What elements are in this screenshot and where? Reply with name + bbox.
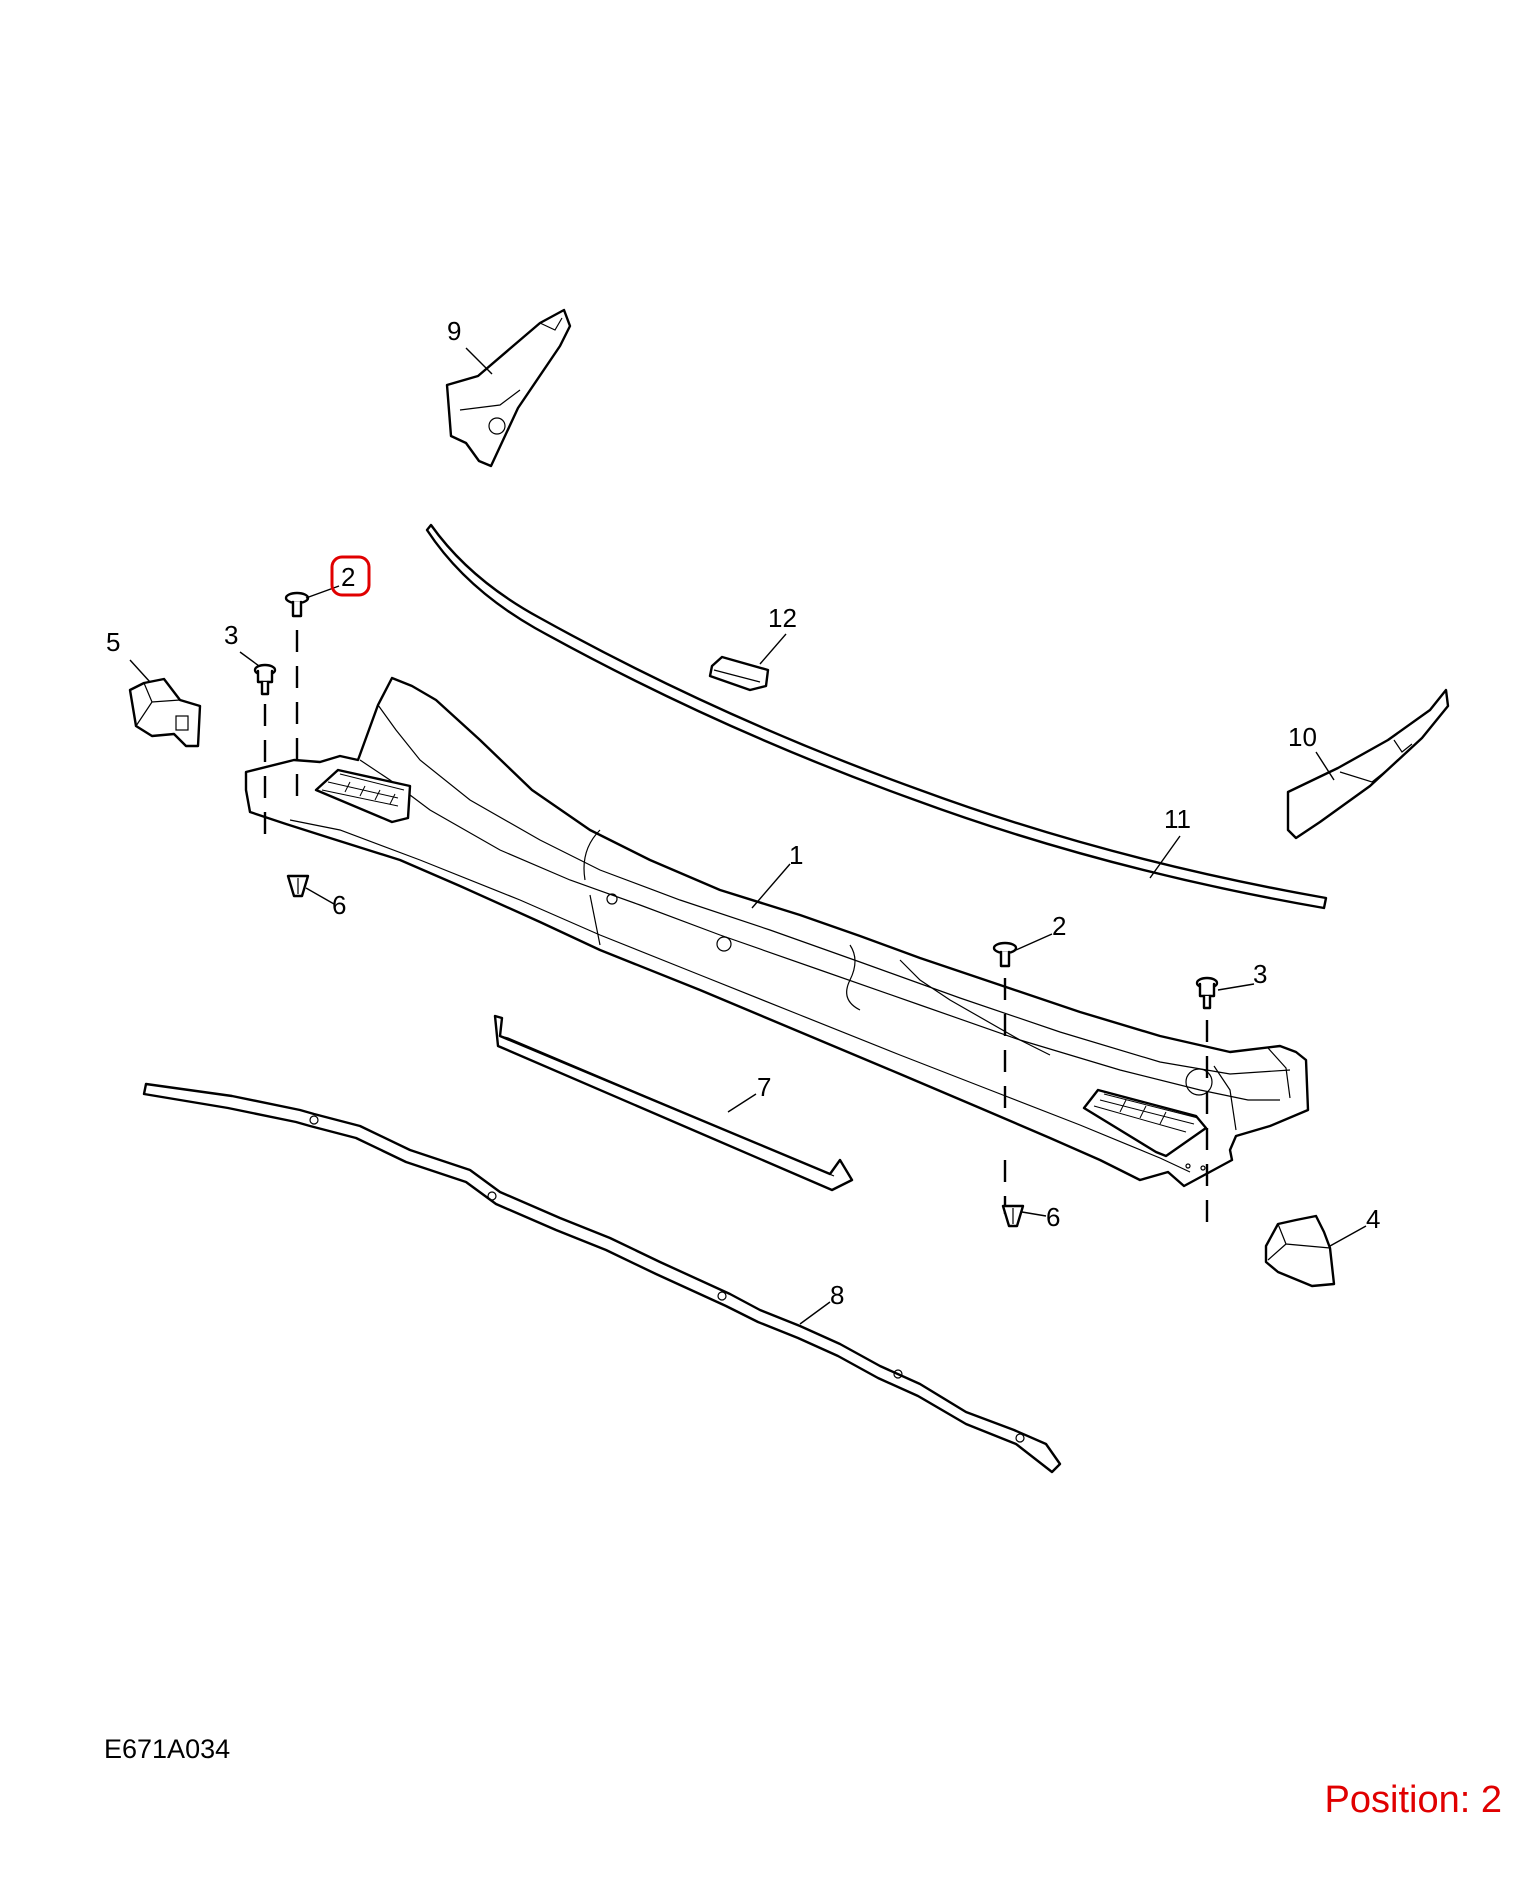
part-6-clip-left[interactable] (286, 874, 310, 898)
callout-10[interactable]: 10 (1288, 722, 1317, 752)
callout-3[interactable]: 3 (1253, 959, 1267, 989)
callout-6[interactable]: 6 (1046, 1202, 1060, 1232)
part-3-bolt-right[interactable] (1195, 976, 1219, 1224)
part-2-screw-right[interactable] (992, 941, 1018, 1214)
part-8-seal[interactable] (142, 1082, 1062, 1474)
part-5-end-cap[interactable] (128, 677, 202, 748)
callout-11[interactable]: 11 (1164, 804, 1191, 834)
part-3-bolt-left[interactable] (253, 663, 277, 842)
part-4-end-cap[interactable] (1264, 1214, 1336, 1288)
callout-9[interactable]: 9 (447, 316, 461, 346)
callout-highlight (330, 555, 371, 597)
callout-2[interactable]: 2 (341, 562, 355, 592)
leader-lines (129, 347, 1367, 1325)
part-1-cowl-panel[interactable] (244, 676, 1310, 1188)
position-indicator: Position: 2 (1324, 1779, 1502, 1821)
part-9-bracket[interactable] (445, 308, 572, 468)
callout-3[interactable]: 3 (224, 620, 238, 650)
callout-2[interactable]: 2 (1052, 911, 1066, 941)
callout-4[interactable]: 4 (1366, 1204, 1380, 1234)
part-10-bracket[interactable] (1286, 688, 1450, 840)
callout-8[interactable]: 8 (830, 1280, 844, 1310)
callout-1[interactable]: 1 (789, 840, 803, 870)
part-12-clip[interactable] (708, 655, 770, 692)
callout-12[interactable]: 12 (768, 603, 797, 633)
callout-6[interactable]: 6 (332, 890, 346, 920)
part-11-seal-strip[interactable] (425, 523, 1328, 910)
callout-7[interactable]: 7 (757, 1072, 771, 1102)
part-7-strip[interactable] (493, 1014, 854, 1192)
part-2-screw-left[interactable] (284, 591, 310, 800)
part-6-clip-right[interactable] (1001, 1204, 1025, 1228)
callout-5[interactable]: 5 (106, 627, 120, 657)
figure-code: E671A034 (104, 1734, 231, 1764)
